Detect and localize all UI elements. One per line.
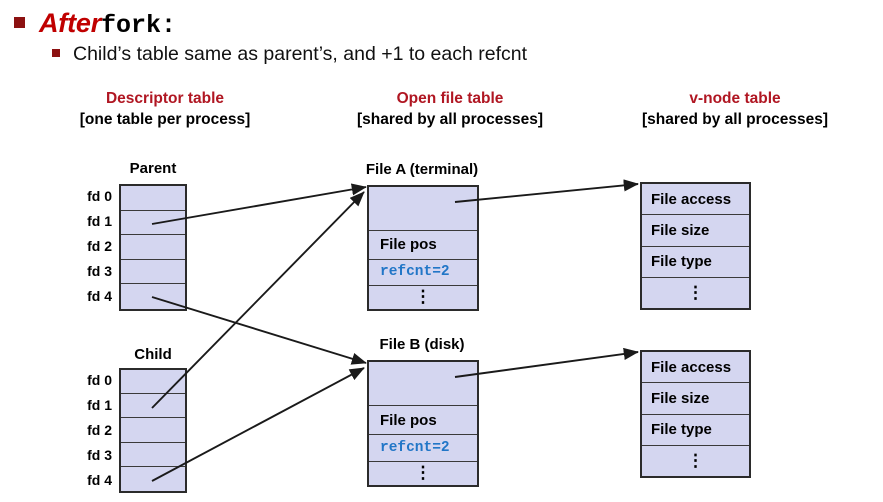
bullet-square-small-icon (52, 49, 60, 57)
vnode-a-ellipsis: ⋮ (642, 277, 749, 308)
child-table-title: Child (134, 346, 172, 363)
file-a-refcnt: refcnt=2 (369, 259, 477, 286)
column-header-subtitle: [shared by all processes] (356, 111, 544, 128)
fd-label: fd 3 (87, 263, 112, 279)
slide-title-colon: : (161, 11, 177, 40)
child-fd-cell-4 (121, 466, 185, 491)
vnode-a-file-type: File type (642, 246, 749, 278)
bullet-level-2: Child’s table same as parent’s, and +1 t… (52, 43, 527, 66)
parent-fd-cell-2 (121, 235, 185, 260)
file-b-open-file-entry: File pos refcnt=2 ⋮ (367, 360, 479, 487)
parent-table-title: Parent (129, 160, 177, 177)
vnode-table-b: File access File size File type ⋮ (640, 350, 751, 478)
fd-label: fd 1 (87, 213, 112, 229)
vnode-table-a: File access File size File type ⋮ (640, 182, 751, 310)
vnode-a-file-size: File size (642, 215, 749, 247)
arrow-file-b-to-vnode-b (454, 347, 639, 378)
arrow-file-a-to-vnode-a (454, 179, 639, 203)
column-header-open-file-table: Open file table [shared by all processes… (300, 88, 600, 130)
file-b-refcnt: refcnt=2 (369, 435, 477, 462)
file-b-title: File B (disk) (379, 336, 465, 353)
child-fd-cell-2 (121, 418, 185, 443)
file-a-empty-cell (369, 187, 477, 231)
column-header-descriptor-table: Descriptor table [one table per process] (35, 88, 295, 130)
bullet-level-1: Afterfork: (14, 8, 176, 40)
column-header-subtitle: [shared by all processes] (641, 111, 829, 128)
fd-label: fd 1 (87, 397, 112, 413)
vnode-a-file-access: File access (642, 184, 749, 216)
fd-label: fd 4 (87, 288, 112, 304)
parent-fd-cell-4 (121, 284, 185, 310)
column-header-title: v-node table (689, 90, 781, 107)
file-b-file-pos: File pos (369, 405, 477, 436)
vnode-b-file-type: File type (642, 414, 749, 446)
parent-fd-cell-3 (121, 259, 185, 285)
file-a-ellipsis: ⋮ (369, 285, 477, 309)
fd-label: fd 3 (87, 447, 112, 463)
bullet-square-icon (14, 17, 25, 28)
child-fd-labels: fd 0 fd 1 fd 2 fd 3 fd 4 (68, 368, 112, 493)
fd-label: fd 0 (87, 372, 112, 388)
child-fd-cell-3 (121, 442, 185, 467)
file-b-ellipsis: ⋮ (369, 461, 477, 485)
slide-title-emphasis: After (39, 8, 102, 38)
fd-label: fd 4 (87, 472, 112, 488)
child-fd-cell-1 (121, 394, 185, 419)
child-descriptor-table (119, 368, 187, 493)
file-a-title: File A (terminal) (365, 161, 479, 178)
file-a-open-file-entry: File pos refcnt=2 ⋮ (367, 185, 479, 311)
vnode-b-file-size: File size (642, 383, 749, 415)
child-fd-cell-0 (121, 370, 185, 395)
slide-title-code: fork (101, 11, 162, 40)
column-header-subtitle: [one table per process] (79, 111, 251, 128)
parent-fd-cell-0 (121, 186, 185, 211)
file-a-file-pos: File pos (369, 230, 477, 260)
bullet-level-2-text: Child’s table same as parent’s, and +1 t… (73, 43, 528, 65)
vnode-b-file-access: File access (642, 352, 749, 384)
parent-fd-labels: fd 0 fd 1 fd 2 fd 3 fd 4 (68, 184, 112, 309)
file-b-empty-cell (369, 362, 477, 406)
fd-label: fd 0 (87, 188, 112, 204)
column-header-title: Open file table (396, 90, 504, 107)
column-header-title: Descriptor table (105, 90, 224, 107)
fd-label: fd 2 (87, 422, 112, 438)
vnode-b-ellipsis: ⋮ (642, 445, 749, 476)
column-header-vnode-table: v-node table [shared by all processes] (595, 88, 875, 130)
parent-fd-cell-1 (121, 210, 185, 236)
parent-descriptor-table (119, 184, 187, 311)
fd-label: fd 2 (87, 238, 112, 254)
